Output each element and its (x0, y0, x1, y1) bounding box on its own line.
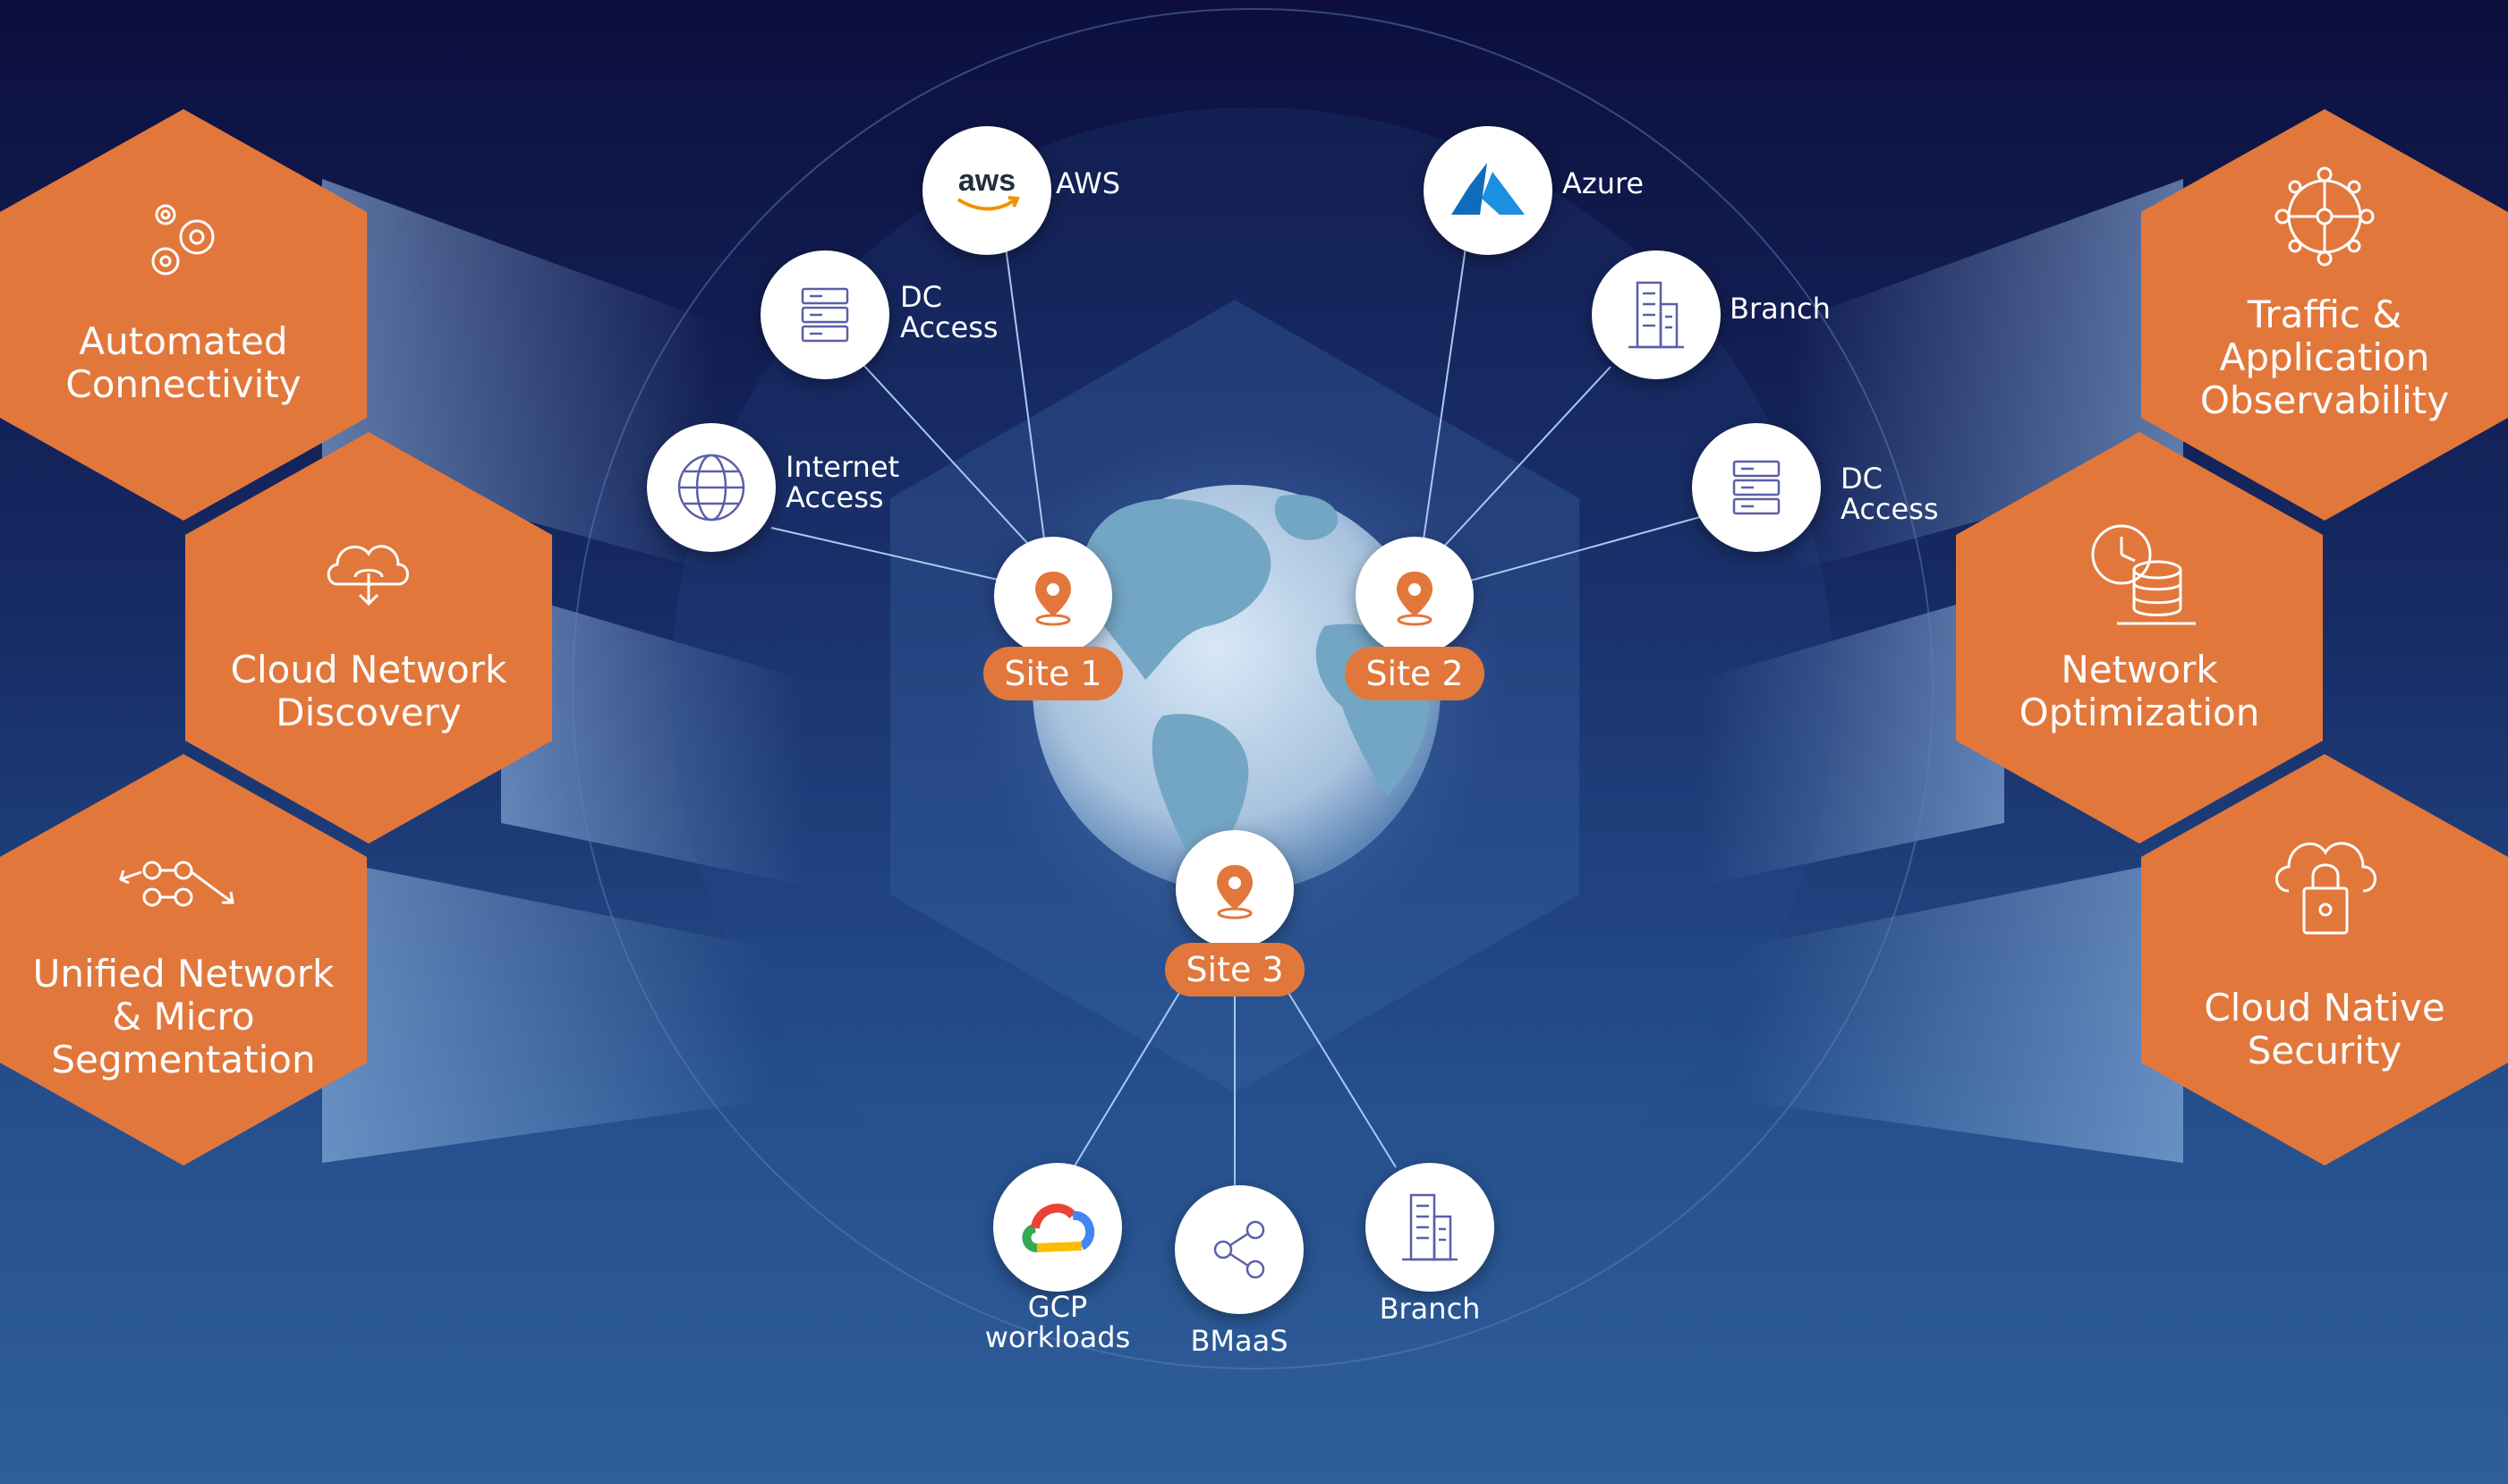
hex-label-line2: Connectivity (65, 362, 302, 406)
server-rack-icon (1732, 460, 1781, 515)
hex-label-line1: Unified Network (32, 952, 335, 996)
building-icon (1402, 1193, 1458, 1261)
hex-traffic-application-observability: Traffic & Application Observability (2141, 109, 2508, 521)
line-site3-gcp (1073, 992, 1180, 1168)
label-line1: DC (900, 280, 942, 314)
connector-lines (770, 205, 1701, 1185)
label-line2: Access (1841, 492, 1939, 526)
continent-greenland (1274, 495, 1339, 540)
dc-access-left-label: DC Access (900, 282, 999, 343)
location-pin-icon (1397, 572, 1433, 626)
hex-cloud-native-security: Cloud Native Security (2141, 754, 2508, 1166)
continent-north-america (1082, 498, 1271, 680)
label-line1: DC (1841, 462, 1883, 496)
hex-shape (1956, 432, 2323, 844)
site2-label: Site 2 (1345, 647, 1484, 700)
label-line2: Access (786, 480, 884, 514)
branch-bottom-node (1365, 1163, 1494, 1292)
hex-label-line3: Segmentation (51, 1038, 316, 1081)
gears-icon (134, 188, 233, 286)
label-line1: GCP (1027, 1290, 1088, 1324)
site1-label: Site 1 (983, 647, 1123, 700)
azure-node (1424, 126, 1552, 255)
gcp-label: GCP workloads (966, 1292, 1149, 1353)
bmaas-node (1175, 1185, 1304, 1314)
internet-access-node (647, 423, 776, 552)
dc-access-right-node (1692, 423, 1821, 552)
cloud-sync-icon (319, 522, 418, 620)
site3-label: Site 3 (1165, 943, 1305, 996)
hex-label-line2: Discovery (276, 691, 462, 734)
hex-label-line2: Optimization (2019, 691, 2260, 734)
bmaas-label: BMaaS (1190, 1324, 1288, 1358)
site3-pin (1176, 830, 1294, 948)
hex-cloud-network-discovery: Cloud Network Discovery (185, 432, 552, 844)
line-site2-azure (1422, 209, 1472, 547)
network-globe-icon (2266, 158, 2383, 275)
hex-label-line2: & Micro (112, 995, 255, 1039)
hex-shape (0, 754, 367, 1166)
branch-right-node (1592, 250, 1721, 379)
beam-right-2 (1700, 590, 2004, 886)
svg-text:aws: aws (958, 164, 1016, 198)
hex-shape (2141, 754, 2508, 1166)
branch-bottom-label: Branch (1379, 1292, 1481, 1326)
hex-unified-network-micro-segmentation: Unified Network & Micro Segmentation (0, 754, 367, 1166)
beam-right-3 (1736, 859, 2183, 1163)
aws-node: aws (922, 126, 1051, 255)
label-line1: Internet (786, 450, 900, 484)
building-icon (1628, 281, 1684, 349)
location-pin-icon (1217, 865, 1253, 920)
dc-access-left-node (761, 250, 889, 379)
gcp-node (993, 1163, 1122, 1292)
hex-label-line3: Observability (2199, 378, 2450, 422)
aws-logo-icon: aws (956, 164, 1020, 211)
beam-left-3 (322, 859, 769, 1163)
aws-label: AWS (1056, 166, 1121, 200)
line-site3-branch (1288, 992, 1397, 1168)
clock-database-icon (2081, 514, 2198, 631)
hex-automated-connectivity: Automated Connectivity (0, 109, 367, 521)
internet-access-label: Internet Access (786, 452, 899, 513)
line-site1-internet (770, 527, 999, 581)
hex-label-line1: Network (2061, 648, 2218, 691)
label-line2: workloads (984, 1320, 1131, 1354)
line-site1-aws (999, 205, 1046, 547)
hex-label-line2: Security (2247, 1029, 2402, 1073)
line-site2-dc (1467, 516, 1701, 582)
azure-label: Azure (1562, 166, 1645, 200)
hex-shape (2141, 109, 2508, 521)
hex-label-line1: Traffic & (2247, 293, 2402, 336)
site1-pin (994, 537, 1112, 655)
azure-logo-icon (1451, 163, 1525, 215)
server-rack-icon (801, 287, 849, 343)
hex-label-line1: Cloud Network (230, 648, 507, 691)
location-pin-icon (1035, 572, 1071, 626)
share-nodes-icon (1213, 1220, 1265, 1279)
hex-network-optimization: Network Optimization (1956, 432, 2323, 844)
line-site2-branch (1440, 366, 1611, 551)
globe-icon (677, 454, 745, 522)
beam-left-2 (501, 590, 805, 886)
outer-ring (572, 8, 1934, 1370)
site2-pin (1356, 537, 1474, 655)
segmentation-icon (116, 852, 251, 915)
branch-right-label: Branch (1730, 292, 1831, 326)
line-site1-dc (863, 364, 1039, 555)
hex-label-line1: Cloud Native (2204, 986, 2445, 1030)
hex-label-line1: Automated (79, 319, 288, 363)
dc-access-right-label: DC Access (1841, 463, 1939, 524)
hex-label-line2: Application (2219, 335, 2430, 379)
gcp-logo-icon (1022, 1203, 1094, 1252)
hex-shape (185, 432, 552, 844)
hex-shape (0, 109, 367, 521)
label-line2: Access (900, 310, 999, 344)
cloud-lock-icon (2266, 824, 2383, 949)
